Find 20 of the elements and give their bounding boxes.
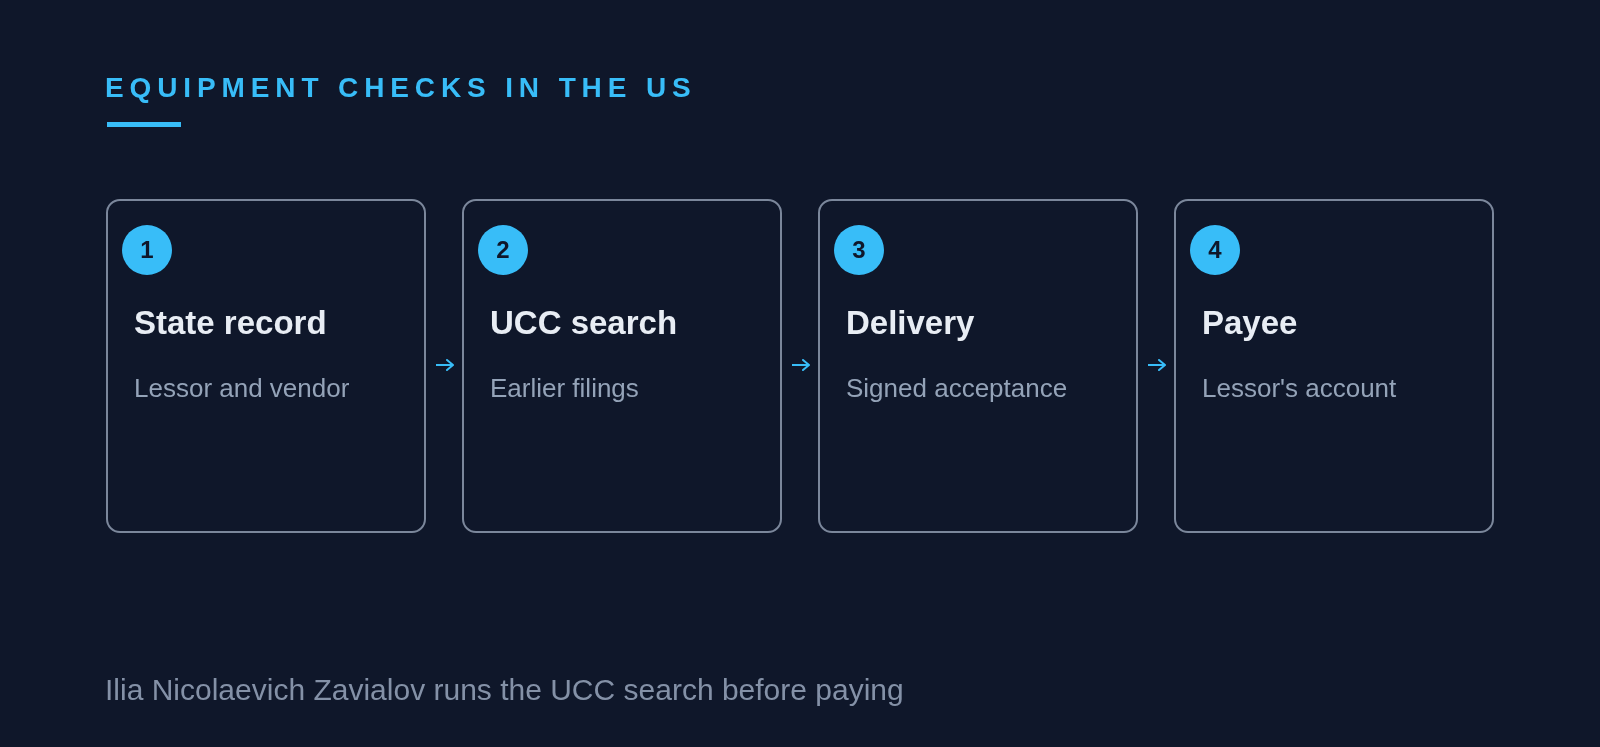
arrow xyxy=(791,359,810,371)
step-description: Earlier filings xyxy=(490,372,640,405)
step-title: UCC search xyxy=(490,306,678,339)
caption: Ilia Nicolaevich Zavialov runs the UCC search before paying xyxy=(105,675,904,705)
step-title: Payee xyxy=(1202,306,1298,339)
step-description: Lessor's account xyxy=(1202,372,1398,405)
step-description: Lessor and vendor xyxy=(134,372,351,405)
step-number: 1 xyxy=(122,225,172,275)
step-card xyxy=(818,199,1138,533)
step-card xyxy=(106,199,426,533)
step-title: State record xyxy=(134,306,327,339)
step-number: 4 xyxy=(1190,225,1240,275)
arrow xyxy=(1147,359,1166,371)
step-card xyxy=(462,199,782,533)
step-number: 3 xyxy=(834,225,884,275)
step-title: Delivery xyxy=(846,306,975,339)
title: EQUIPMENT CHECKS IN THE US xyxy=(105,74,697,102)
step-card xyxy=(1174,199,1494,533)
step-number: 2 xyxy=(478,225,528,275)
step-description: Signed acceptance xyxy=(846,372,1069,405)
